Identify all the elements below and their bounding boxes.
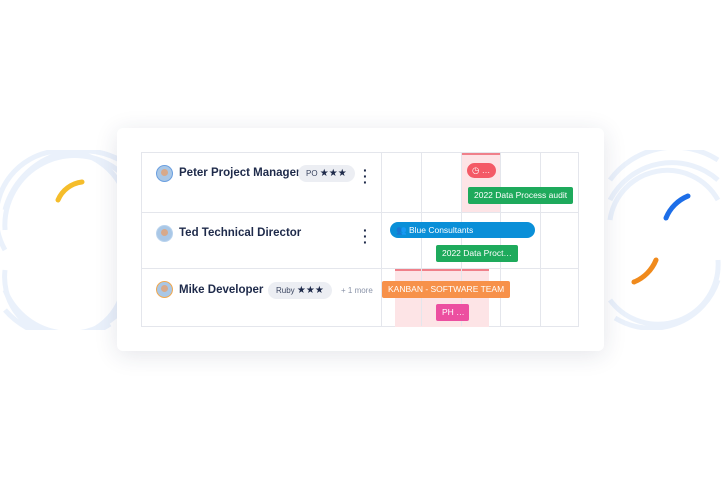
resource-name: Peter Project Manager: [179, 167, 301, 179]
blue-arc: [663, 193, 691, 221]
avatar: [156, 165, 173, 182]
event-data-process[interactable]: 2022 Data Proct…: [436, 245, 518, 262]
decorative-arcs-left: [0, 150, 123, 330]
event-ph[interactable]: PH …: [436, 304, 469, 321]
badge-label: Ruby: [276, 286, 295, 295]
decorative-arcs-right: [607, 150, 721, 330]
resource-table: Peter Project Manager PO ★★★ ··· Ted Tec…: [141, 152, 579, 327]
avatar: [156, 225, 173, 242]
more-options-icon[interactable]: ···: [363, 162, 368, 190]
resource-name: Ted Technical Director: [179, 227, 302, 239]
grid-line: [421, 153, 422, 326]
clock-icon: ◷: [472, 165, 480, 175]
orange-arc: [631, 257, 659, 285]
highlight-top: [461, 153, 500, 155]
grid-line: [461, 153, 462, 326]
resource-planner-card: [117, 128, 604, 351]
team-icon: 👥: [396, 225, 407, 235]
grid-line: [540, 153, 541, 326]
star-rating: ★★★: [296, 285, 324, 296]
event-clock-chip[interactable]: ◷ …: [467, 163, 496, 178]
grid-line: [381, 153, 382, 326]
badge-label: PO: [306, 169, 318, 178]
yellow-arc: [55, 179, 85, 203]
event-label: Blue Consultants: [408, 225, 474, 235]
resource-row[interactable]: Mike Developer Ruby ★★★ + 1 more: [142, 269, 578, 327]
more-options-icon[interactable]: ···: [363, 222, 368, 250]
grid-line: [500, 153, 501, 326]
more-skills-link[interactable]: + 1 more: [341, 286, 373, 295]
event-kanban[interactable]: KANBAN - SOFTWARE TEAM: [382, 281, 511, 298]
skill-badge[interactable]: PO ★★★: [298, 165, 355, 182]
avatar: [156, 281, 173, 298]
resource-row[interactable]: Ted Technical Director ···: [142, 213, 578, 269]
resource-name: Mike Developer: [179, 284, 264, 296]
event-blue-consultants[interactable]: 👥 Blue Consultants: [390, 222, 535, 238]
highlight-top: [395, 269, 489, 271]
resource-row[interactable]: Peter Project Manager PO ★★★ ···: [142, 153, 578, 213]
star-rating: ★★★: [319, 168, 347, 179]
chip-label: …: [481, 165, 491, 175]
event-audit[interactable]: 2022 Data Process audit: [468, 187, 574, 204]
skill-badge[interactable]: Ruby ★★★: [268, 282, 332, 299]
